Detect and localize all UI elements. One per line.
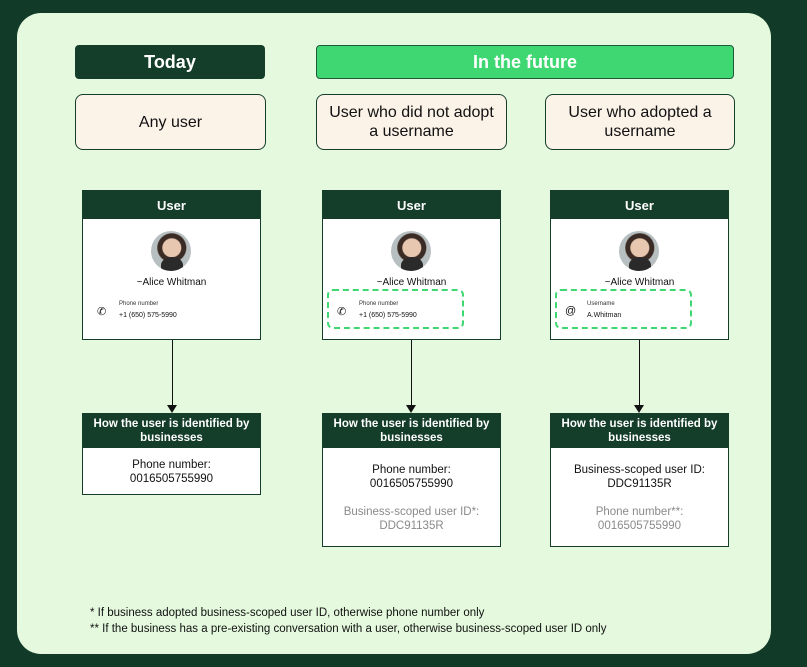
segment-no-username: User who did not adopt a username	[316, 94, 507, 150]
user-display-name: ~Alice Whitman	[376, 277, 447, 288]
identification-card: How the user is identified by businesses…	[550, 413, 729, 547]
secondary-label: Business-scoped user ID*:	[343, 506, 480, 518]
user-profile-card: User ~Alice Whitman ✆ Phone number +1 (6…	[322, 190, 501, 340]
identification-card: How the user is identified by businesses…	[322, 413, 501, 547]
field-value: +1 (650) 575-5990	[119, 312, 177, 319]
today-header: Today	[75, 45, 265, 79]
primary-value: 0016505755990	[369, 478, 454, 490]
user-display-name: ~Alice Whitman	[604, 277, 675, 288]
segment-any-user: Any user	[75, 94, 266, 150]
avatar	[619, 231, 659, 271]
primary-label: Phone number:	[372, 464, 451, 476]
highlight-box	[327, 289, 464, 329]
phone-icon: ✆	[337, 306, 347, 318]
card-title: User	[323, 191, 500, 219]
field-label: Username	[587, 301, 615, 307]
future-header: In the future	[316, 45, 734, 79]
user-profile-card: User ~Alice Whitman @ Username A.Whitman	[550, 190, 729, 340]
field-value: +1 (650) 575-5990	[359, 312, 417, 319]
card-title: User	[83, 191, 260, 219]
field-value: A.Whitman	[587, 312, 622, 319]
field-label: Phone number	[119, 301, 159, 307]
segment-username: User who adopted a username	[545, 94, 735, 150]
field-label: Phone number	[359, 301, 399, 307]
footnote: * If business adopted business-scoped us…	[90, 607, 485, 619]
card-title: User	[551, 191, 728, 219]
arrow-down	[167, 340, 177, 413]
secondary-value: DDC91135R	[379, 520, 444, 532]
highlight-box	[555, 289, 692, 329]
phone-icon: ✆	[97, 306, 107, 318]
footnote: ** If the business has a pre-existing co…	[90, 623, 607, 635]
id-card-title: How the user is identified by businesses	[83, 414, 260, 448]
id-card-title: How the user is identified by businesses	[323, 414, 500, 448]
primary-value: 0016505755990	[129, 473, 214, 485]
user-profile-card: User ~Alice Whitman ✆ Phone number +1 (6…	[82, 190, 261, 340]
secondary-label: Phone number**:	[595, 506, 684, 518]
avatar	[391, 231, 431, 271]
avatar	[151, 231, 191, 271]
primary-value: DDC91135R	[607, 478, 672, 490]
primary-label: Business-scoped user ID:	[573, 464, 706, 476]
arrow-down	[634, 340, 644, 413]
arrow-down	[406, 340, 416, 413]
id-card-title: How the user is identified by businesses	[551, 414, 728, 448]
primary-label: Phone number:	[132, 459, 211, 471]
secondary-value: 0016505755990	[597, 520, 682, 532]
identification-card: How the user is identified by businesses…	[82, 413, 261, 495]
user-display-name: ~Alice Whitman	[136, 277, 207, 288]
at-sign-icon: @	[565, 305, 577, 317]
